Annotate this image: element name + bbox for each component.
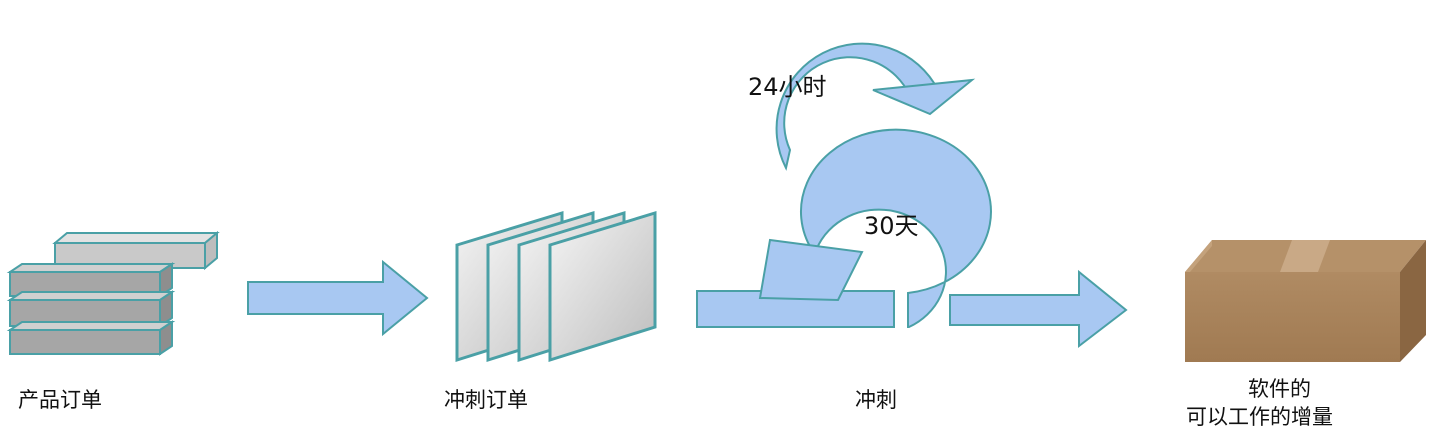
increment-label-line1: 软件的	[1248, 377, 1311, 401]
product-backlog-label: 产品订单	[18, 388, 102, 412]
sprint-cycle-icon	[696, 42, 1128, 349]
increment-label-line2: 可以工作的增量	[1186, 405, 1333, 429]
sprint-backlog-label: 冲刺订单	[444, 388, 528, 412]
product-backlog-blocks-icon	[6, 230, 220, 356]
sprint-label: 冲刺	[855, 388, 897, 412]
flow-arrow-1-icon	[247, 259, 429, 337]
increment-box-icon	[1185, 240, 1426, 362]
sprint-cycle-label: 30天	[864, 212, 919, 240]
daily-cycle-label: 24小时	[748, 73, 827, 101]
sprint-backlog-sheets-icon	[455, 210, 657, 363]
